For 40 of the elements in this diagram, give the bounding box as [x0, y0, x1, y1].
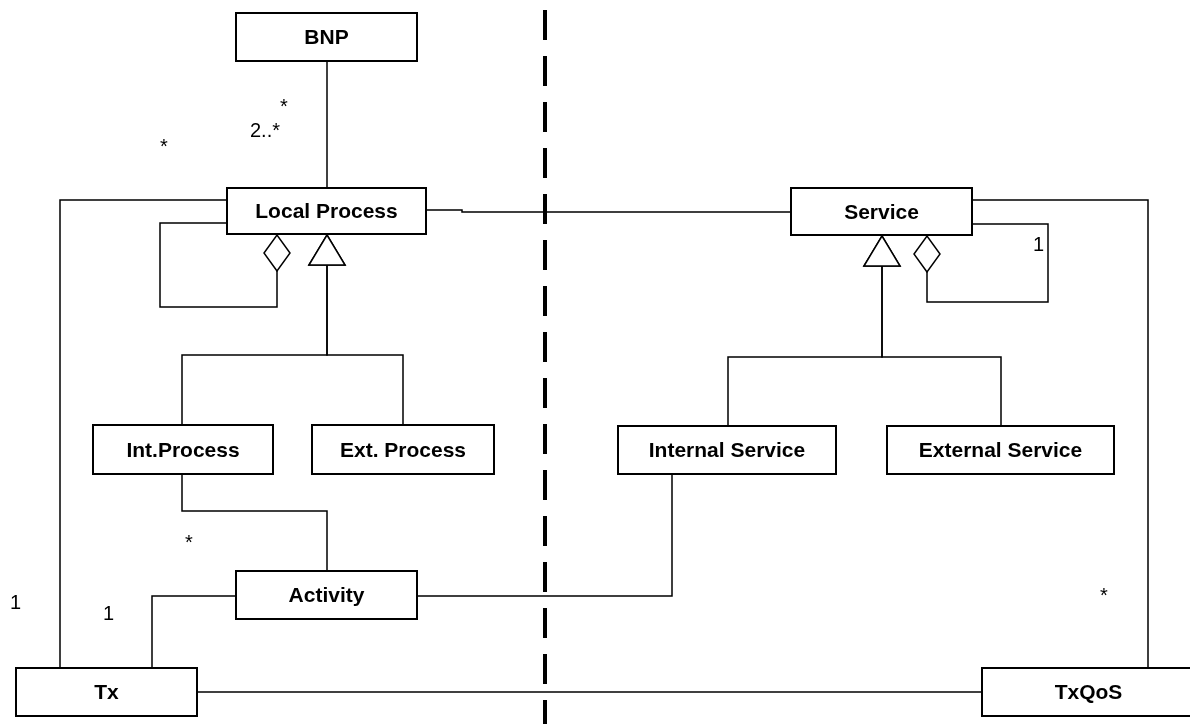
generalization-arrow [863, 235, 1002, 426]
class-name: TxQoS [1054, 680, 1123, 704]
class-name: Ext. Process [339, 437, 467, 462]
association-line [417, 474, 673, 597]
multiplicity-label: 1 [103, 603, 115, 623]
association-line [197, 691, 982, 693]
multiplicity-label: 1 [1033, 234, 1045, 254]
multiplicity-label: 2..* [250, 120, 281, 140]
class-name: Local Process [255, 199, 398, 223]
association-line [151, 595, 236, 668]
aggregation-connector [913, 223, 1049, 303]
multiplicity-label: * [1100, 585, 1108, 605]
class-name: Activity [288, 583, 365, 607]
association-line [181, 474, 328, 571]
class-box [226, 187, 427, 235]
multiplicity-label: * [160, 136, 168, 156]
class-box [617, 425, 837, 475]
multiplicity-label: * [185, 532, 193, 552]
class-name: Service [844, 199, 919, 224]
class-box [15, 667, 198, 717]
class-box [790, 187, 973, 236]
class-box [311, 424, 495, 475]
aggregation-connector [159, 222, 291, 308]
class-box [235, 570, 418, 620]
class-box [886, 425, 1115, 475]
class-name: Int.Process [126, 437, 240, 462]
class-box [981, 667, 1190, 717]
class-box [235, 12, 418, 62]
generalization-arrow [308, 234, 404, 425]
class-name: Internal Service [648, 438, 806, 462]
association-line [326, 61, 328, 188]
association-line [972, 199, 1149, 668]
class-name: Tx [94, 680, 119, 704]
multiplicity-label: * [280, 96, 288, 116]
class-box [92, 424, 274, 475]
class-name: External Service [918, 438, 1083, 462]
class-name: BNP [304, 25, 349, 49]
association-line [59, 199, 227, 668]
association-line [426, 209, 791, 213]
multiplicity-label: 1 [10, 592, 22, 612]
